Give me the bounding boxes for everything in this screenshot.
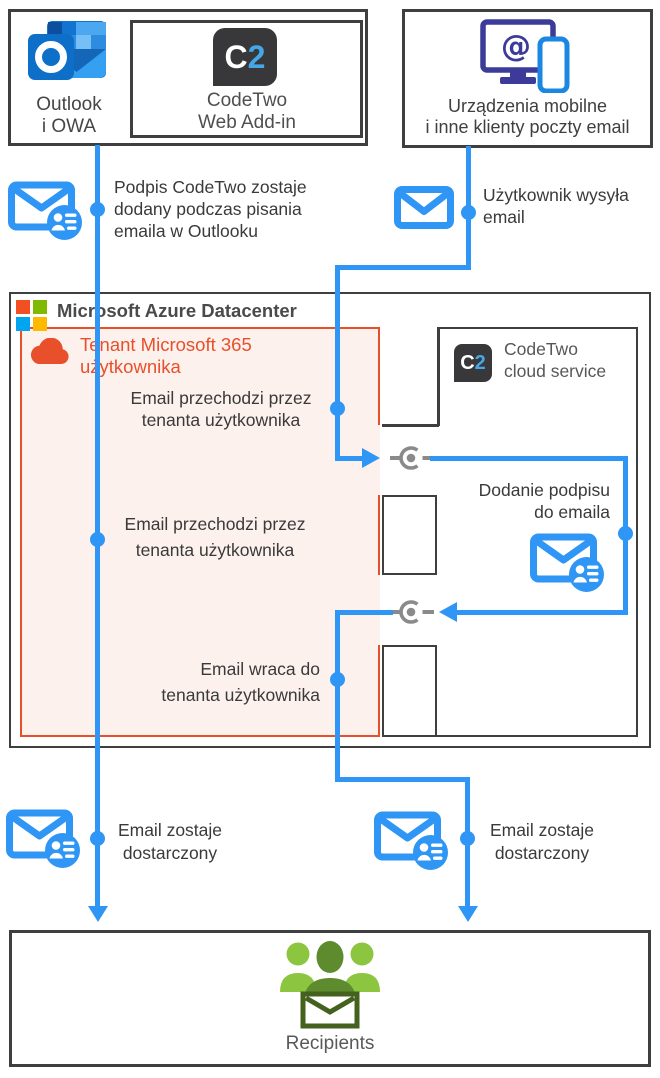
recipients-label: Recipients — [285, 1033, 375, 1054]
connector-icon-bottom — [390, 600, 434, 624]
tenant-box — [20, 327, 380, 737]
flow-line-return-vertical — [334, 609, 340, 782]
addin-label-line1: CodeTwo — [206, 90, 288, 111]
microsoft-logo-yellow — [33, 317, 47, 331]
cloud-service-box — [437, 327, 638, 737]
codetwo-logo-digit: 2 — [247, 38, 266, 75]
note-pass1-line2: tenanta użytkownika — [141, 410, 301, 430]
flow-arrow-right-down — [458, 906, 478, 922]
cloud-icon — [30, 338, 69, 365]
email-signature-icon-delivered-left — [6, 809, 80, 868]
recipients-icon — [280, 941, 380, 1029]
outlook-label-line2: i OWA — [41, 116, 97, 137]
flow-node-send — [460, 204, 476, 220]
flow-node-delivered-left — [90, 831, 105, 846]
flow-line-cloud-top — [430, 455, 628, 461]
note-addsig-line2: do emaila — [534, 502, 610, 522]
cloud-service-label-line1: CodeTwo — [504, 339, 578, 359]
flow-node-compose — [90, 202, 105, 217]
flow-line-return-horizontal — [334, 609, 393, 615]
wall-jut-top — [382, 424, 439, 427]
note-delivered-right-line2: dostarczony — [494, 843, 590, 863]
note-delivered-left-line2: dostarczony — [122, 843, 218, 863]
email-signature-icon-delivered-right — [374, 811, 448, 870]
note-delivered-left-line1: Email zostaje — [117, 820, 223, 840]
note-addsig-line1: Dodanie podpisu — [478, 480, 610, 500]
note-compose-line1: Podpis CodeTwo zostaje — [114, 177, 307, 197]
tenant-border-segment-mid — [377, 495, 380, 575]
wall-bottom-rect — [382, 645, 437, 737]
note-send-line1: Użytkownik wysyła — [483, 185, 629, 205]
tenant-border-segment-bottom — [377, 645, 380, 737]
tenant-border-segment-top — [377, 327, 380, 425]
note-delivered-right-line1: Email zostaje — [489, 820, 595, 840]
flow-arrow-back-connector — [439, 602, 457, 622]
note-pass2-line2: tenanta użytkownika — [135, 540, 295, 560]
connector-icon-top — [390, 446, 434, 470]
devices-label-line2: i inne klienty poczty email — [425, 117, 630, 137]
microsoft-logo-blue — [16, 317, 30, 331]
tenant-label-line2: użytkownika — [80, 356, 181, 377]
email-signature-icon-compose — [8, 181, 82, 240]
flow-line-bottom-jog — [334, 776, 470, 782]
codetwo-logo-c: C — [224, 38, 248, 75]
flow-node-pass2 — [90, 531, 105, 547]
flow-line-right-jog — [334, 264, 471, 270]
flow-line-cloud-bottom — [457, 609, 628, 615]
flow-arrow-left-down — [87, 906, 108, 922]
flow-node-pass1 — [329, 400, 345, 416]
email-signature-icon-addsig — [530, 533, 604, 592]
flow-node-addsig — [617, 525, 633, 541]
flow-line-right-vertical2 — [334, 264, 340, 461]
wall-middle-rect — [382, 495, 437, 575]
outlook-icon — [28, 21, 106, 80]
flow-line-left-vertical — [94, 145, 100, 908]
devices-email-icon: @ — [480, 19, 570, 93]
outlook-label-line1: Outlook — [36, 94, 102, 115]
microsoft-logo-green — [33, 300, 47, 314]
note-pass1-line1: Email przechodzi przez — [130, 388, 312, 408]
flow-line-into-connector — [334, 455, 363, 461]
microsoft-logo-red — [16, 300, 30, 314]
note-pass2-line1: Email przechodzi przez — [124, 514, 306, 534]
flow-node-return — [329, 671, 345, 687]
note-return-line2: tenanta użytkownika — [161, 685, 320, 705]
codetwo-small-digit: 2 — [474, 351, 486, 374]
addin-label-line2: Web Add-in — [198, 112, 296, 133]
email-icon-send — [394, 186, 454, 229]
cloud-service-left-edge — [437, 327, 440, 426]
tenant-label-line1: Tenant Microsoft 365 — [80, 334, 252, 355]
note-compose-line3: emaila w Outlooku — [114, 221, 258, 241]
note-send-line2: email — [483, 207, 525, 227]
devices-label-line1: Urządzenia mobilne — [447, 96, 608, 116]
flow-node-delivered-right — [460, 830, 475, 846]
at-symbol: @ — [501, 29, 531, 64]
codetwo-small-c: C — [460, 351, 475, 374]
cloud-service-label-line2: cloud service — [504, 361, 607, 381]
note-compose-line2: dodany podczas pisania — [114, 199, 302, 219]
note-return-line1: Email wraca do — [200, 659, 320, 679]
azure-title: Microsoft Azure Datacenter — [57, 300, 297, 321]
flow-arrow-into-connector — [362, 448, 380, 468]
